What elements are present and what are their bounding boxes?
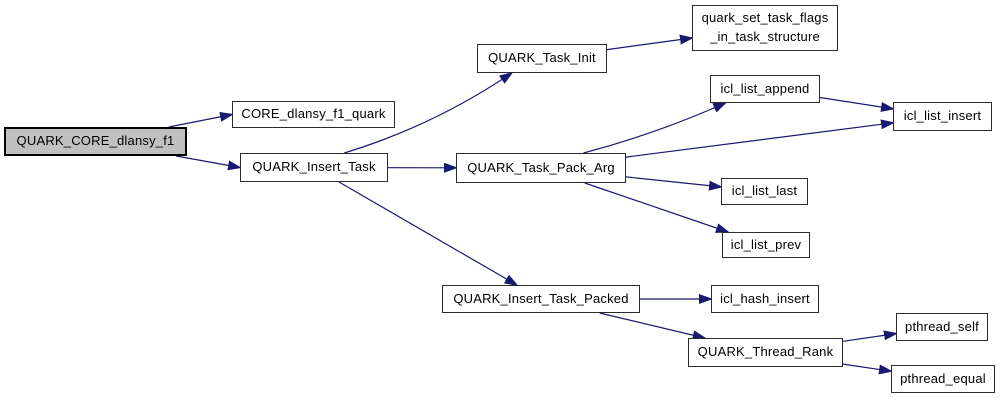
node-label-quark-task-init: QUARK_Task_Init (488, 50, 596, 66)
node-icl-list-prev[interactable]: icl_list_prev (722, 232, 810, 258)
edge-quark-core-dlansy-f1--core-dlansy-f1-quark (168, 111, 234, 128)
node-label-quark-core-dlansy-f1: QUARK_CORE_dlansy_f1 (16, 133, 175, 149)
node-label-icl-list-append: icl_list_append (720, 80, 810, 96)
node-quark-insert-task-packed[interactable]: QUARK_Insert_Task_Packed (442, 285, 640, 313)
node-icl-hash-insert[interactable]: icl_hash_insert (711, 285, 819, 313)
edge-quark-thread-rank--pthread-equal (842, 363, 893, 375)
node-label-pthread-equal: pthread_equal (900, 370, 986, 386)
node-label-quark-insert-task: QUARK_Insert_Task (252, 159, 376, 175)
node-label-icl-list-prev: icl_list_prev (730, 236, 802, 252)
node-quark-core-dlansy-f1: QUARK_CORE_dlansy_f1 (4, 127, 187, 156)
node-pthread-equal[interactable]: pthread_equal (891, 365, 995, 393)
node-label-icl-hash-insert: icl_hash_insert (720, 290, 810, 306)
node-icl-list-append[interactable]: icl_list_append (710, 75, 820, 103)
node-pthread-self[interactable]: pthread_self (896, 313, 988, 341)
node-label-core-dlansy-f1-quark: CORE_dlansy_f1_quark (241, 106, 386, 122)
node-label-quark-insert-task-packed: QUARK_Insert_Task_Packed (453, 290, 629, 306)
edge-icl-list-append--icl-list-insert (819, 96, 895, 112)
node-icl-list-insert[interactable]: icl_list_insert (893, 102, 992, 131)
node-label-icl-list-last: icl_list_last (731, 183, 798, 199)
edge-quark-insert-task--quark-insert-task-packed (338, 181, 519, 287)
edge-quark-task-pack-arg--icl-list-last (625, 176, 723, 191)
edge-quark-task-init--quark-set-task-flags-in-task-structure (606, 34, 694, 51)
node-quark-thread-rank[interactable]: QUARK_Thread_Rank (688, 338, 843, 367)
node-quark-set-task-flags-in-task-structure[interactable]: quark_set_task_flags _in_task_structure (692, 5, 838, 51)
node-label-quark-task-pack-arg: QUARK_Task_Pack_Arg (467, 159, 615, 175)
node-quark-task-init[interactable]: QUARK_Task_Init (477, 44, 607, 73)
edge-quark-insert-task-packed--quark-thread-rank (599, 312, 707, 341)
node-label-icl-list-insert: icl_list_insert (903, 108, 982, 124)
node-icl-list-last[interactable]: icl_list_last (721, 178, 808, 205)
edge-quark-insert-task--quark-task-init (344, 71, 514, 154)
edge-quark-task-pack-arg--icl-list-append (583, 102, 728, 154)
node-label-quark-thread-rank: QUARK_Thread_Rank (697, 344, 834, 360)
edge-quark-core-dlansy-f1--quark-insert-task (175, 155, 242, 171)
node-quark-task-pack-arg[interactable]: QUARK_Task_Pack_Arg (456, 153, 626, 183)
edge-quark-task-pack-arg--icl-list-prev (584, 182, 730, 233)
node-label-quark-set-task-flags-in-task-structure: quark_set_task_flags _in_task_structure (701, 10, 829, 44)
node-core-dlansy-f1-quark[interactable]: CORE_dlansy_f1_quark (232, 101, 395, 128)
edge-quark-task-pack-arg--icl-list-insert (625, 119, 895, 158)
node-label-pthread-self: pthread_self (905, 318, 979, 334)
node-quark-insert-task[interactable]: QUARK_Insert_Task (240, 153, 388, 182)
edge-quark-thread-rank--pthread-self (842, 330, 898, 342)
